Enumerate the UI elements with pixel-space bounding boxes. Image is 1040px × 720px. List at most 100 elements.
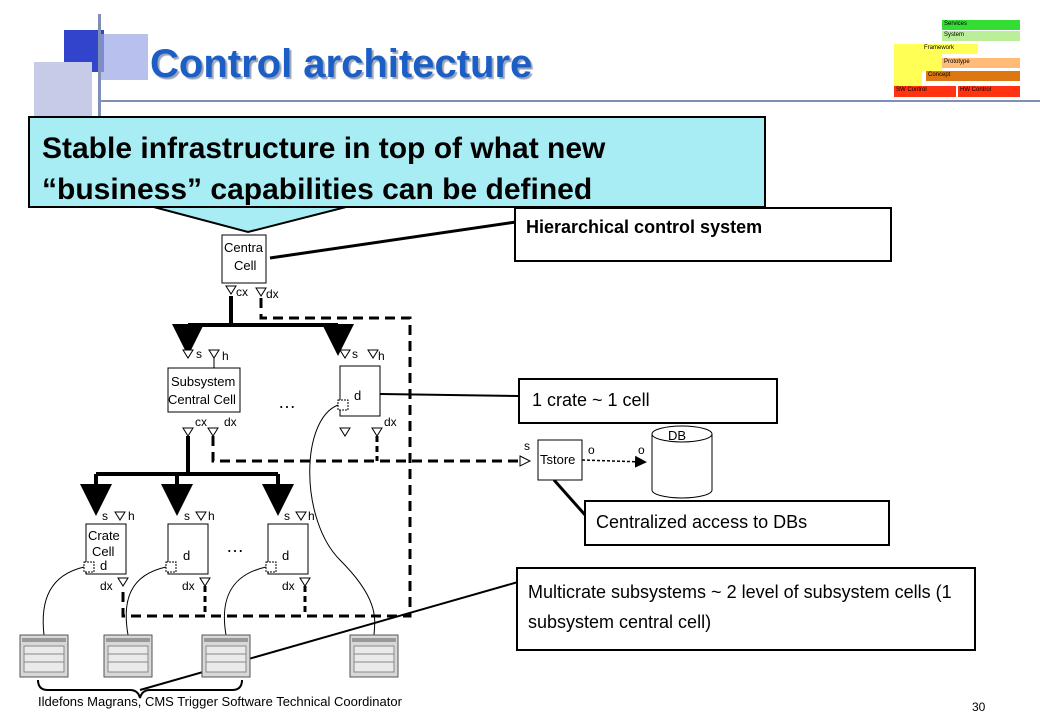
hw-link-2	[125, 566, 167, 636]
mini-layer-framework: Framework	[922, 44, 978, 54]
sub-cx-label: cx	[195, 415, 207, 429]
cell2-s-label: s	[352, 347, 358, 361]
crate-hardware-1	[19, 634, 69, 678]
mini-layer-concept: Concept	[926, 71, 1020, 81]
mini-layer-services: Services	[942, 20, 1020, 30]
multicrate-label-box: Multicrate subsystems ~ 2 level of subsy…	[516, 567, 976, 651]
tstore-to-db	[581, 455, 647, 468]
sub-dx-port	[207, 427, 219, 437]
crate1-s-label: s	[102, 509, 108, 523]
mini-yellow-fill	[894, 44, 922, 86]
cell2-h-label: h	[378, 349, 385, 363]
tstore-s-label: s	[524, 439, 530, 453]
cell2-plug	[337, 399, 349, 411]
crate2-dx-port	[199, 577, 211, 587]
connector-crate	[379, 393, 519, 397]
slide-title: Control architecture	[150, 42, 533, 86]
hw-link-1	[42, 566, 85, 636]
crate2-h-port	[195, 511, 207, 521]
crate2-s-label: s	[184, 509, 190, 523]
crate3-dx-port	[299, 577, 311, 587]
tstore-box	[537, 439, 583, 481]
crate3-d-label: d	[282, 548, 289, 563]
deco-square-lavender	[34, 62, 92, 120]
tstore-label: Tstore	[540, 452, 575, 467]
subsystem-label-1: Subsystem	[171, 374, 235, 389]
crate1-dx-port	[117, 577, 129, 587]
subsystem-central-cell	[167, 367, 241, 413]
subsystem-label-2: Central Cell	[168, 392, 236, 407]
crate-cell-label-box: 1 crate ~ 1 cell	[518, 378, 778, 424]
crate3-h-port	[295, 511, 307, 521]
page-number: 30	[972, 700, 986, 714]
crate3-s-label: s	[284, 509, 290, 523]
sub-cx-port	[182, 427, 194, 437]
footer-author: Ildefons Magrans, CMS Trigger Software T…	[38, 694, 402, 709]
mini-layer-prototype: Prototype	[942, 58, 1020, 68]
deco-square-lightblue	[100, 34, 148, 80]
central-cell-label-1: Centra	[224, 240, 264, 255]
mini-architecture-diagram: Services System Framework Prototype Conc…	[890, 18, 1020, 100]
crate2-dx-label: dx	[182, 579, 195, 593]
sub-h-port	[208, 349, 220, 359]
central-dx-label: dx	[266, 287, 279, 301]
crate1-dx-label: dx	[100, 579, 113, 593]
hw-link-4	[309, 404, 376, 636]
cell2-d-label: d	[354, 388, 361, 403]
crate1-plug	[83, 561, 95, 573]
sub-s-port	[182, 349, 194, 359]
crate2-h-label: h	[208, 509, 215, 523]
crate2-plug	[165, 561, 177, 573]
sub-dx-label: dx	[224, 415, 237, 429]
tstore-o-label: o	[588, 443, 595, 457]
central-dx-port	[255, 287, 267, 297]
crate1-h-port	[114, 511, 126, 521]
sub-dx-dashed	[211, 436, 520, 463]
central-dx-dashed	[121, 298, 412, 618]
crate1-label-1: Crate	[88, 528, 120, 543]
connector-multicrate	[139, 581, 519, 691]
db-cylinder-body	[651, 434, 713, 499]
crate1-d-label: d	[100, 558, 107, 573]
crate3-h-label: h	[308, 509, 315, 523]
mini-yellow-fill-2	[922, 54, 942, 71]
crate-hardware-3	[201, 634, 251, 678]
db-o-label: o	[638, 443, 645, 457]
cell2-h-port	[367, 349, 379, 359]
mini-hw-control: HW Control	[958, 86, 1020, 97]
central-cx-label: cx	[236, 285, 248, 299]
sub-s-label: s	[196, 347, 202, 361]
cell2-dx-label: dx	[384, 415, 397, 429]
centralized-db-label-box: Centralized access to DBs	[584, 500, 890, 546]
curly-brace	[37, 679, 243, 699]
cell2-cx-port	[339, 427, 351, 437]
cell2-s-port	[339, 349, 351, 359]
deco-vline	[98, 14, 101, 116]
cell2-dx-port	[371, 427, 383, 437]
tstore-input-arrow	[519, 455, 532, 467]
sub-h-label: h	[222, 349, 229, 363]
crate3-dx-label: dx	[282, 579, 295, 593]
central-cell	[221, 234, 267, 284]
hw-link-3	[223, 566, 267, 636]
mini-sw-control: SW Control	[894, 86, 956, 97]
central-cell-label-2: Cell	[234, 258, 257, 273]
crate2-d-label: d	[183, 548, 190, 563]
title-underline	[100, 100, 1040, 102]
central-cx-port	[225, 285, 237, 295]
connector-hierarchical	[269, 220, 517, 260]
ellipsis-level3: …	[226, 536, 244, 556]
crate1-h-label: h	[128, 509, 135, 523]
crate1-label-2: Cell	[92, 544, 115, 559]
crate-hardware-2	[103, 634, 153, 678]
crate-hardware-4	[349, 634, 399, 678]
ellipsis-level2: …	[278, 392, 296, 412]
callout-box: Stable infrastructure in top of what new…	[28, 116, 766, 208]
crate3-plug	[265, 561, 277, 573]
hierarchical-label-box: Hierarchical control system	[514, 207, 892, 262]
mini-layer-system: System	[942, 31, 1020, 41]
db-cylinder-top	[651, 425, 713, 443]
connector-dbs	[552, 479, 588, 517]
db-label: DB	[668, 428, 686, 443]
